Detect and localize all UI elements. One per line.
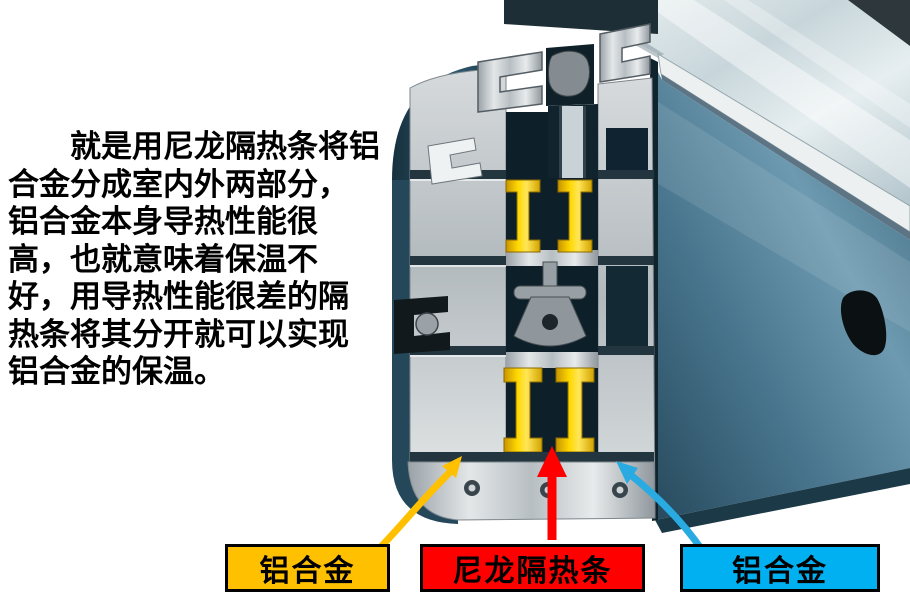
- top-gasket-detail: [547, 50, 590, 97]
- top-mullion-cut: [477, 0, 658, 178]
- label-outer-aluminum-text: 铝合金: [259, 555, 356, 588]
- snap-in-profile-detail: [427, 137, 483, 185]
- clip-roller-detail: [415, 312, 439, 336]
- center-rubber-gasket: [513, 261, 587, 347]
- label-outer-aluminum: 铝合金: [225, 544, 390, 592]
- description-line: 合金分成室内外两部分，: [8, 166, 349, 202]
- profile-bottom-wall: [407, 452, 656, 521]
- corner-stop-block: [840, 290, 887, 356]
- description-line: 铝合金本身导热性能很: [8, 204, 318, 239]
- description-line: 高，也就意味着保温不: [8, 241, 318, 277]
- glass-edge-strip: [548, 104, 598, 178]
- inner-aluminum-profile: [597, 77, 656, 519]
- label-inner-aluminum-text: 铝合金: [732, 555, 828, 588]
- label-thermal-break-text: 尼龙隔热条: [452, 555, 613, 588]
- clip-profile-detail: [394, 296, 450, 354]
- glazing-bead-edge: [657, 53, 910, 240]
- description-line: 就是用尼龙隔热条将铝: [70, 129, 380, 164]
- nylon-thermal-break-upper: [505, 179, 593, 253]
- label-inner-aluminum: 铝合金: [680, 544, 880, 592]
- arrow-to-inner-aluminum: [628, 472, 706, 554]
- description-text: 就是用尼龙隔热条将铝 合金分成室内外两部分， 铝合金本身导热性能很 高，也就意味…: [8, 128, 390, 391]
- arrow-head-inner-aluminum: [616, 461, 638, 484]
- description-line: 好，用导热性能很差的隔: [8, 279, 349, 314]
- description-line: 铝合金的保温。: [8, 354, 225, 389]
- arrow-head-outer-aluminum: [442, 456, 462, 478]
- description-line: 热条将其分开就可以实现: [8, 316, 349, 352]
- label-thermal-break: 尼龙隔热条: [420, 544, 645, 592]
- arrow-head-thermal-break: [537, 446, 567, 477]
